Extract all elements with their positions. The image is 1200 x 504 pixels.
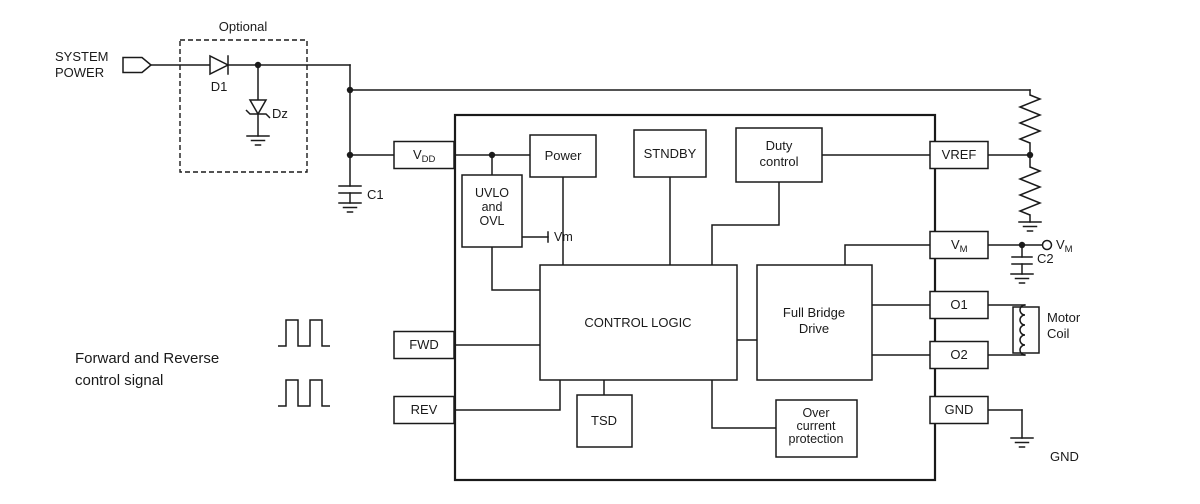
pin-o2-label: O2 — [950, 347, 967, 362]
block-full-bridge — [756, 264, 873, 381]
block-ocp-label-3: protection — [789, 432, 844, 446]
block-power — [529, 134, 597, 178]
block-stndby — [633, 129, 707, 178]
block-ocp-label-1: Over — [802, 406, 829, 420]
pin-rev — [393, 395, 455, 425]
label-c1: C1 — [367, 187, 384, 202]
label-optional: Optional — [219, 19, 268, 34]
label-dz: Dz — [272, 106, 288, 121]
label-control-signal-2: control signal — [75, 372, 163, 389]
pin-fwd-label: FWD — [409, 337, 439, 352]
block-tsd — [576, 394, 633, 448]
block-uvlo-label-2: and — [482, 200, 503, 214]
label-system-power-2: POWER — [55, 65, 104, 80]
pin-gnd — [929, 395, 989, 425]
block-uvlo-label-1: UVLO — [475, 186, 509, 200]
block-tsd-label: TSD — [591, 413, 617, 428]
ic-pins — [393, 140, 989, 425]
block-power-label: Power — [545, 148, 583, 163]
junction-dot — [1026, 151, 1034, 159]
optional-region-box — [179, 39, 308, 173]
label-motor-coil-2: Coil — [1047, 326, 1070, 341]
junction-dot — [488, 151, 496, 159]
resistor-upper-symbol — [1017, 94, 1043, 144]
junction-dot — [346, 151, 354, 159]
label-control-signal-1: Forward and Reverse — [75, 350, 219, 367]
motor-coil-symbol — [1012, 304, 1040, 356]
component-symbols — [122, 54, 1053, 448]
pin-o1 — [929, 290, 989, 320]
labels: SYSTEM POWER Optional D1 Dz C1 VDD FWD R… — [55, 19, 1081, 464]
resistor-lower-symbol — [1017, 166, 1043, 216]
block-full-bridge-label-2: Drive — [799, 321, 829, 336]
pin-rev-label: REV — [411, 402, 438, 417]
pin-vdd-label: VDD — [413, 147, 436, 165]
block-duty-control — [735, 127, 823, 183]
block-uvlo — [461, 174, 523, 248]
block-duty-label-1: Duty — [766, 138, 793, 153]
label-c2: C2 — [1037, 251, 1054, 266]
block-full-bridge-label-1: Full Bridge — [783, 305, 845, 320]
label-gnd-right: GND — [1050, 449, 1079, 464]
junction-dot — [254, 61, 262, 69]
zener-dz-symbol — [245, 99, 271, 119]
label-d1: D1 — [211, 79, 228, 94]
block-ocp-label-2: current — [797, 419, 836, 433]
pin-vref — [929, 140, 989, 170]
pin-fwd — [393, 330, 455, 360]
label-vm-terminal: VM — [1056, 237, 1073, 255]
pin-o2 — [929, 340, 989, 370]
junction-dot — [346, 86, 354, 94]
wire-cl-to-ocp — [711, 380, 776, 429]
system-power-connector-icon — [122, 56, 153, 74]
label-vm-internal: Vm — [554, 230, 573, 244]
label-system-power-1: SYSTEM — [55, 49, 108, 64]
wire-rev-to-cl — [455, 380, 561, 411]
wire-duty-to-cl — [711, 182, 780, 265]
pulse-waveform-rev — [278, 379, 330, 407]
block-duty-label-2: control — [759, 154, 798, 169]
junction-dot — [1018, 241, 1026, 249]
junction-dots — [254, 61, 1034, 249]
pin-vm — [929, 230, 989, 260]
pin-vm-label: VM — [951, 237, 968, 255]
pin-gnd-label: GND — [945, 402, 974, 417]
block-control-logic — [539, 264, 738, 381]
pulse-waveform-fwd — [278, 319, 330, 347]
pin-vdd — [393, 140, 455, 170]
wire-vm-to-fullbridge — [844, 244, 930, 265]
block-over-current — [775, 399, 858, 458]
ic-blocks — [461, 127, 873, 458]
label-motor-coil-1: Motor — [1047, 310, 1081, 325]
block-stndby-label: STNDBY — [644, 146, 697, 161]
pin-vref-label: VREF — [942, 147, 977, 162]
block-uvlo-label-3: OVL — [479, 214, 504, 228]
diode-d1-symbol — [209, 54, 230, 76]
block-control-logic-label: CONTROL LOGIC — [584, 315, 691, 330]
vm-terminal-circle — [1041, 239, 1053, 251]
capacitor-c1-symbol — [338, 185, 362, 194]
internal-wires — [454, 154, 931, 429]
pin-o1-label: O1 — [950, 297, 967, 312]
wire-uvlo-to-cl — [491, 247, 540, 291]
capacitor-c2-symbol — [1011, 256, 1033, 265]
